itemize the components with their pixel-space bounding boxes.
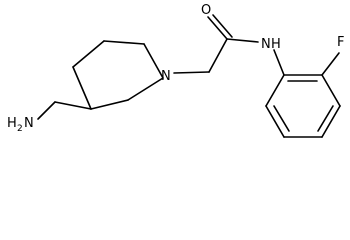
bond-ar6-ar1 [265,74,285,107]
fluorine-label: F [337,35,344,50]
bond-c3-n1 [127,77,164,101]
bond-ch2-carbonyl [208,38,228,73]
bond-n1-c2 [143,43,164,79]
bond-n-ch2 [37,101,56,120]
bond-ar5-ar6 [265,105,285,138]
amide-nitrogen-label: N [261,37,271,52]
bond-ar2-ar3 [321,74,341,107]
piperidine-nitrogen-label: N [161,69,171,84]
bond-n1-ch2 [173,71,210,74]
aromatic-double-bond-b [317,105,334,132]
bond-carbonyl-oxygen-a [207,16,228,40]
amine-h-label: H [7,116,17,131]
bond-ch2-c4 [54,101,92,110]
bond-c2-c6 [103,40,145,45]
molecule-canvas: H 2 N N O N H F [7,3,345,138]
bond-c6-c5 [72,40,105,68]
chemical-structure-diagram: H 2 N N O N H F [7,3,344,138]
bond-carbonyl-amide-n [226,38,259,43]
bond-aryl-fluorine [321,52,340,76]
bond-amide-n-aryl [273,49,285,76]
aromatic-double-bond-c [273,105,290,132]
bond-carbonyl-oxygen-b [212,14,233,38]
bond-ar3-ar4 [321,105,341,138]
amine-subscript-label: 2 [17,124,23,134]
amine-n-label: N [24,116,34,131]
carbonyl-oxygen-label: O [201,3,211,18]
amide-hydrogen-label: H [271,37,281,52]
bond-c4-c3 [90,99,129,110]
bond-c5-c4 [72,66,92,110]
